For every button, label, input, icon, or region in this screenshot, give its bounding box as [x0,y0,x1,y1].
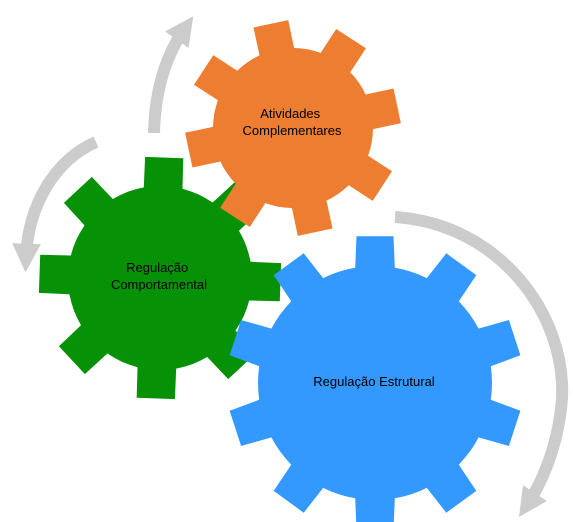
gear-regulacao-comportamental [38,156,282,400]
label-line: Regulação Estrutural [313,374,435,389]
cycle-arrows [12,16,569,517]
gear-atividades-complementares [185,20,401,236]
gears [38,20,521,522]
arrow-left-curved [12,136,99,273]
label-line: Regulação [126,260,188,275]
label-regulacao-estrutural: Regulação Estrutural [313,374,435,389]
label-line: Atividades [260,106,320,121]
arrow-right-curved [394,211,569,517]
gear-regulacao-estrutural [229,236,521,522]
label-line: Complementares [243,123,342,138]
label-atividades-complementares: Atividades Complementares [243,106,342,138]
label-line: Comportamental [111,277,207,292]
label-regulacao-comportamental: Regulação Comportamental [111,260,207,292]
arrow-top-curved [148,16,194,134]
gear-labels: Atividades Complementares Regulação Comp… [111,106,435,389]
